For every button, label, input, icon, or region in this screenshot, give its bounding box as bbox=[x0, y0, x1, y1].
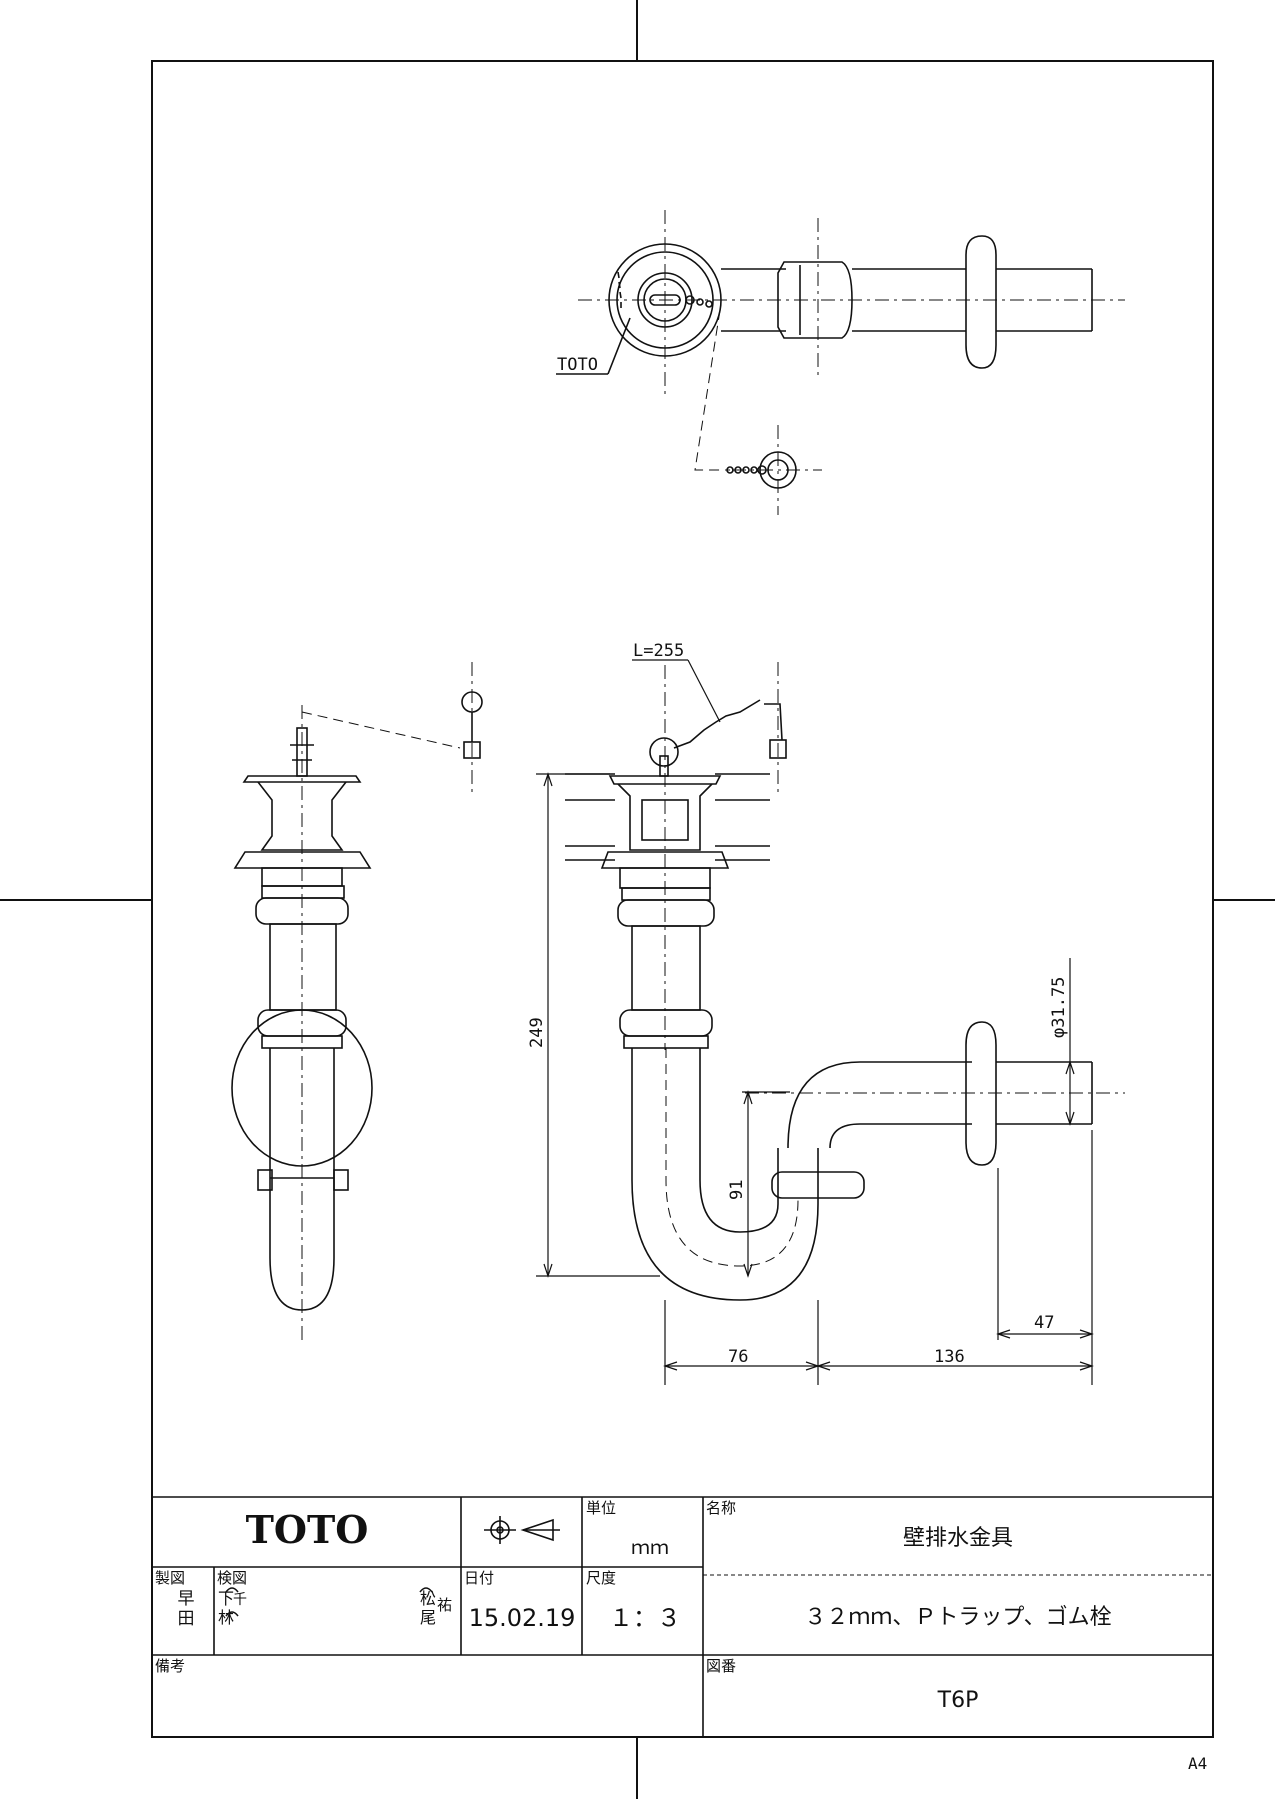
dimension-136-label: 136 bbox=[934, 1347, 965, 1367]
dimension-lines bbox=[536, 659, 1094, 1385]
checked-by-seal-1b: 千 bbox=[233, 1592, 247, 1608]
checked-by-seal-2: 林 bbox=[218, 1608, 234, 1627]
checked-by-seal-3a: 松 bbox=[420, 1589, 436, 1608]
chain-length-label: L=255 bbox=[633, 641, 684, 661]
side-view-centerlines bbox=[301, 662, 473, 1340]
name-label: 名称 bbox=[706, 1499, 736, 1517]
drawing-number: T6P bbox=[937, 1688, 979, 1713]
checked-by-seal-3b: 祐 bbox=[437, 1596, 452, 1614]
made-by-name-1: 早 bbox=[178, 1589, 195, 1609]
dimension-76-label: 76 bbox=[728, 1347, 748, 1367]
brand-leader-label: TOTO bbox=[557, 355, 598, 375]
product-description: ３２ｍｍ、Ｐトラップ、ゴム栓 bbox=[804, 1605, 1111, 1630]
front-view bbox=[565, 699, 1093, 1301]
side-view bbox=[231, 691, 483, 1311]
checked-by-seal-4: 尾 bbox=[420, 1608, 436, 1627]
pipe-diameter-dimension-label: φ31.75 bbox=[1049, 977, 1069, 1038]
offset-dimension-label: 47 bbox=[1034, 1313, 1054, 1333]
scale-value: １：３ bbox=[609, 1604, 681, 1632]
trap-depth-dimension-label: 91 bbox=[727, 1180, 747, 1200]
product-name: 壁排水金具 bbox=[903, 1526, 1013, 1551]
date-value: 15.02.19 bbox=[469, 1604, 576, 1632]
scale-label: 尺度 bbox=[586, 1569, 616, 1587]
plan-view-centerlines bbox=[578, 210, 1125, 515]
checked-by-seal-1a: 下 bbox=[218, 1589, 234, 1608]
paper-size-label: A4 bbox=[1188, 1754, 1207, 1773]
date-label: 日付 bbox=[464, 1569, 494, 1587]
company-logo: TOTO bbox=[246, 1507, 369, 1552]
unit-label: 単位 bbox=[586, 1499, 616, 1517]
plan-view bbox=[556, 235, 1093, 489]
drawing-number-label: 図番 bbox=[706, 1657, 736, 1675]
remarks-label: 備考 bbox=[155, 1657, 185, 1675]
made-by-name-2: 田 bbox=[178, 1609, 195, 1629]
front-view-centerlines bbox=[664, 662, 1125, 1267]
checked-by-label: 検図 bbox=[217, 1569, 247, 1587]
height-dimension-label: 249 bbox=[527, 1017, 547, 1048]
unit-value: ｍｍ bbox=[631, 1537, 669, 1559]
made-by-label: 製図 bbox=[155, 1569, 185, 1587]
title-block bbox=[152, 1496, 1213, 1737]
